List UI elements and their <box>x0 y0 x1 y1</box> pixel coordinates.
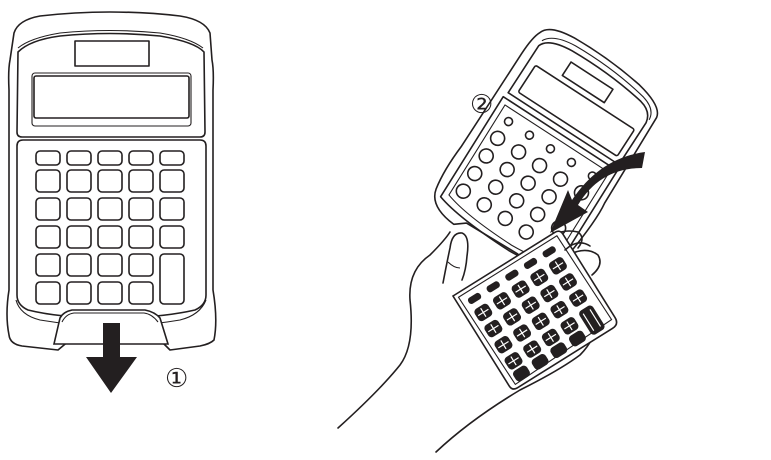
curved-arrow-icon <box>550 152 645 233</box>
keypad-key-grid <box>474 257 605 382</box>
down-arrow-icon <box>86 323 137 393</box>
keypad-keys <box>35 150 185 305</box>
step-2-marker: ② <box>470 90 494 120</box>
rubber-keypad <box>451 230 618 390</box>
calculator-front <box>6 11 217 351</box>
keypad-small-keys <box>467 246 556 304</box>
step-1-marker: ① <box>165 364 189 394</box>
